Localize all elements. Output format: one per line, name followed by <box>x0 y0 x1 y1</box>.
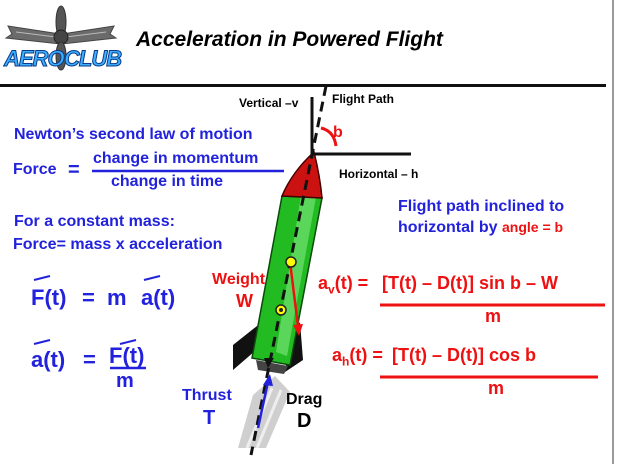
aero-club-logo: AERO CLUB <box>2 4 123 78</box>
a-numerator: F(t) <box>109 343 145 368</box>
slide-right-border <box>612 0 614 464</box>
newton-heading: Newton’s second law of motion <box>14 126 253 143</box>
force-label: Force <box>13 161 57 178</box>
vector-arrow-a <box>143 275 161 281</box>
logo-text-aero: AERO <box>4 46 66 71</box>
exhaust-plume <box>238 376 290 448</box>
thrust-label: Thrust <box>182 387 232 404</box>
inclined-line2: horizontal by angle = b <box>398 220 563 236</box>
f-lhs: F(t) <box>31 285 67 310</box>
ah-a: a <box>332 345 343 365</box>
a-denominator: m <box>116 370 134 392</box>
constant-mass-label: For a constant mass: <box>14 213 175 230</box>
av-rest: (t) = <box>334 273 369 293</box>
a-lhs: a(t) <box>31 347 66 372</box>
thrust-symbol: T <box>203 407 216 429</box>
flight-path-label: Flight Path <box>332 92 394 106</box>
inclined-line1: Flight path inclined to <box>398 198 565 215</box>
av-a: a <box>318 273 329 293</box>
av-sub: v <box>328 282 335 297</box>
page-title: Acceleration in Powered Flight <box>136 28 443 51</box>
vector-arrow-f2 <box>119 339 137 345</box>
title-underline <box>0 84 606 87</box>
nozzle <box>256 360 288 374</box>
weight-label: Weight <box>212 271 266 288</box>
weight-symbol: W <box>236 291 253 311</box>
inclined-prefix: horizontal by <box>398 219 502 236</box>
av-lhs: av(t) = <box>318 274 368 296</box>
av-denominator: m <box>485 306 502 326</box>
av-numerator: [T(t) – D(t)] sin b – W <box>382 273 558 293</box>
weight-arrow <box>288 261 300 327</box>
inclined-angle: angle = b <box>502 219 564 235</box>
momentum-numerator: change in momentum <box>93 150 259 167</box>
angle-b-label: b <box>333 124 343 141</box>
ah-lhs: ah(t) = <box>332 346 383 368</box>
ah-sub: h <box>342 354 350 369</box>
propeller-wings-logo-icon <box>4 5 118 71</box>
angle-b-arc <box>320 126 338 147</box>
ah-numerator: [T(t) – D(t)] cos b <box>392 345 536 365</box>
nose-cone <box>280 150 323 199</box>
ah-rest: (t) = <box>349 345 383 365</box>
force-mass-accel: Force= mass x acceleration <box>13 236 223 253</box>
drag-arrowhead <box>264 358 274 368</box>
flight-path-line <box>249 85 328 456</box>
logo-text-club: CLUB <box>63 46 122 71</box>
vector-arrow-f <box>33 275 51 281</box>
time-denominator: change in time <box>111 173 224 190</box>
thrust-arrow <box>256 381 270 429</box>
a-equals: = <box>83 347 96 372</box>
ah-denominator: m <box>488 378 505 398</box>
force-equals: = <box>68 159 80 181</box>
drag-label: Drag <box>286 391 323 408</box>
f-rhs-m: m <box>107 285 127 310</box>
f-rhs-a: a(t) <box>141 285 176 310</box>
center-of-gravity-marker <box>285 256 297 268</box>
vector-arrow-a2 <box>33 339 51 345</box>
f-equals: = <box>82 285 95 310</box>
vertical-label: Vertical –v <box>239 96 299 110</box>
drag-symbol: D <box>297 410 312 432</box>
horizontal-label: Horizontal – h <box>339 167 419 181</box>
